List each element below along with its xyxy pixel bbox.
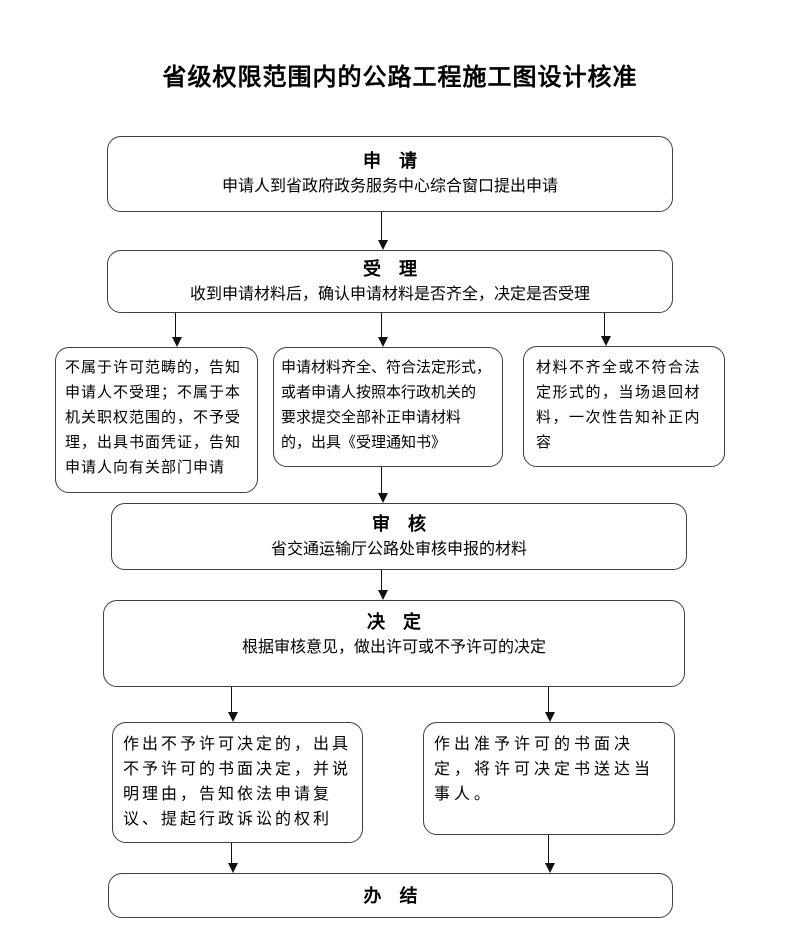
node-review-desc: 省交通运输厅公路处审核申报的材料 bbox=[270, 541, 527, 558]
node-decision-desc: 根据审核意见，做出许可或不予许可的决定 bbox=[241, 639, 546, 656]
arrow-grant-to-done bbox=[544, 835, 555, 873]
node-accept-title: 受 理 bbox=[363, 259, 417, 279]
node-materials-ok: 申请材料齐全、符合法定形式， 或者申请人按照本行政机关的 要求提交全部补正申请材… bbox=[273, 347, 503, 467]
node-done: 办 结 bbox=[108, 873, 673, 918]
node-review-title: 审 核 bbox=[372, 514, 426, 534]
node-decision-title: 决 定 bbox=[367, 612, 421, 632]
arrow-accept-to-materials-ok bbox=[377, 313, 388, 347]
node-accept: 受 理 收到申请材料后，确认申请材料是否齐全，决定是否受理 bbox=[107, 250, 673, 313]
node-grant: 作出准予许可的书面决 定，将许可决定书送达当 事人。 bbox=[423, 722, 675, 835]
node-apply-desc: 申请人到省政府政务服务中心综合窗口提出申请 bbox=[221, 178, 558, 195]
arrow-decision-to-deny bbox=[227, 687, 238, 722]
arrow-review-to-decision bbox=[377, 570, 388, 600]
node-apply-title: 申 请 bbox=[363, 151, 417, 171]
arrow-decision-to-grant bbox=[544, 687, 555, 722]
arrow-deny-to-done bbox=[227, 843, 238, 873]
arrow-accept-to-not-in-scope bbox=[171, 313, 182, 347]
node-incomplete: 材料不齐全或不符合法 定形式的，当场退回材 料，一次性告知补正内 容 bbox=[523, 346, 725, 467]
node-decision: 决 定 根据审核意见，做出许可或不予许可的决定 bbox=[103, 600, 685, 687]
arrow-apply-to-accept bbox=[377, 212, 388, 250]
node-apply: 申 请 申请人到省政府政务服务中心综合窗口提出申请 bbox=[107, 136, 673, 212]
node-accept-desc: 收到申请材料后，确认申请材料是否齐全，决定是否受理 bbox=[189, 286, 590, 303]
arrow-materials-ok-to-review bbox=[377, 467, 388, 503]
node-done-title: 办 结 bbox=[363, 886, 418, 906]
arrow-accept-to-incomplete bbox=[600, 313, 611, 346]
page-title: 省级权限范围内的公路工程施工图设计核准 bbox=[162, 65, 638, 91]
node-review: 审 核 省交通运输厅公路处审核申报的材料 bbox=[111, 503, 687, 570]
node-not-in-scope: 不属于许可范畴的，告知 申请人不受理；不属于本 机关职权范围的，不予受 理，出具… bbox=[55, 347, 258, 493]
node-deny: 作出不予许可决定的，出具 不予许可的书面决定，并说 明理由，告知依法申请复 议、… bbox=[112, 722, 363, 843]
